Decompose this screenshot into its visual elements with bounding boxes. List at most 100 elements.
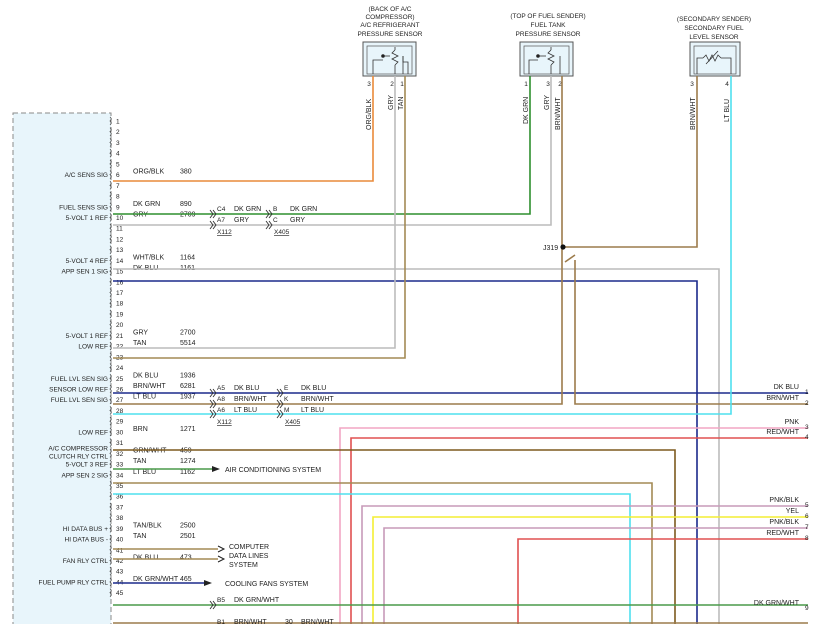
- module-pin-number: 19: [116, 311, 124, 318]
- bracket-arrow-icon: [217, 545, 226, 563]
- pin-terminal-icon: [109, 427, 112, 437]
- module-pin-number: 4: [116, 151, 120, 158]
- pin-terminal-icon: [109, 234, 112, 244]
- conn-c4: C4: [217, 206, 226, 213]
- module-pin-label: 5-VOLT 3 REF: [66, 462, 108, 469]
- pin-terminal-icon: [109, 170, 112, 179]
- arrow-right-icon: [204, 580, 212, 586]
- secondary-fuel-level-sensor: (SECONDARY SENDER) SECONDARY FUEL LEVEL …: [677, 16, 751, 88]
- module-pin-number: 26: [116, 387, 124, 394]
- pin-terminal-icon: [109, 577, 112, 587]
- pin-terminal-icon: [109, 395, 112, 405]
- module-pin-label: A/C COMPRESSOR: [48, 445, 108, 452]
- vlabel-tan-a: TAN: [398, 97, 405, 110]
- module-pin-number: 45: [116, 590, 124, 597]
- mid-gry-2: GRY: [290, 217, 305, 224]
- module-pin-number: 41: [116, 547, 124, 554]
- wire-dk-blu-15: [113, 280, 698, 624]
- module-pin-number: 32: [116, 451, 124, 458]
- pin-terminal-icon: [109, 513, 112, 522]
- mid-dk-grn-wht: DK GRN/WHT: [234, 597, 280, 604]
- module-pin-number: 13: [116, 247, 124, 254]
- pin-terminal-icon: [109, 223, 112, 233]
- vlabel-lt-blu: LT BLU: [724, 99, 731, 122]
- wire-circuit-number: 1937: [180, 394, 196, 401]
- wire-red-wht: [350, 437, 808, 624]
- wire-circuit-number: 2700: [180, 329, 196, 336]
- module-pin-number: 1: [116, 119, 120, 126]
- right-wire-color: RED/WHT: [766, 530, 799, 537]
- mid-gry: GRY: [234, 217, 249, 224]
- secondary-sensor-inner: [693, 45, 737, 75]
- wire-brn-wht-secondary: [563, 76, 698, 248]
- module-pin-number: 40: [116, 537, 124, 544]
- wire-color-label: ORG/BLK: [133, 169, 164, 176]
- module-pin-number: 24: [116, 365, 124, 372]
- wire-gry-21: [113, 76, 396, 349]
- module-pin-number: 3: [116, 140, 120, 147]
- pin-terminal-icon: [109, 373, 112, 383]
- pin-terminal-icon: [109, 502, 112, 512]
- right-wire-color: PNK/BLK: [769, 519, 799, 526]
- conn-c: C: [273, 217, 278, 224]
- resistor-icon: [391, 49, 399, 66]
- module-pin-label: 5-VOLT 1 REF: [66, 333, 108, 340]
- right-wire-color: PNK: [785, 419, 800, 426]
- pin-terminal-icon: [109, 363, 112, 372]
- module-pin-number: 25: [116, 376, 124, 383]
- secondary-sensor-location: (SECONDARY SENDER): [677, 16, 751, 23]
- mid-dk-blu: DK BLU: [234, 385, 259, 392]
- ref-fans: COOLING FANS SYSTEM: [225, 581, 308, 588]
- module-pin-label: 5-VOLT 1 REF: [66, 215, 108, 222]
- right-wire-color: RED/WHT: [766, 429, 799, 436]
- right-wire-color: DK BLU: [774, 384, 799, 391]
- mid-circuit-30: 30: [285, 619, 293, 624]
- module-pin-label: FUEL SENS SIG: [59, 204, 108, 211]
- module-pin-number: 36: [116, 494, 124, 501]
- fuel-sensor-line3: PRESSURE SENSOR: [515, 31, 580, 38]
- wire-lt-blu-34: [113, 493, 631, 624]
- mid-lt-blu: LT BLU: [234, 407, 257, 414]
- wire-color-label: LT BLU: [133, 394, 156, 401]
- mid-dk-blu-2: DK BLU: [301, 385, 326, 392]
- module-pin-number: 2: [116, 129, 120, 136]
- pin-terminal-icon: [109, 138, 112, 147]
- wire-circuit-number: 890: [180, 201, 192, 208]
- pin-terminal-icon: [109, 213, 112, 222]
- inline-connectors: C4 A7 X112 B C X405 DK GRN GRY DK GRN GR…: [209, 206, 334, 624]
- pin-terminal-icon: [109, 416, 112, 426]
- conn-b: B: [273, 206, 277, 213]
- mid-brn-wht-2: BRN/WHT: [301, 396, 334, 403]
- module-pin-number: 14: [116, 258, 124, 265]
- module-pin-number: 6: [116, 172, 120, 179]
- pin-terminal-icon: [109, 331, 112, 340]
- mid-lt-blu-2: LT BLU: [301, 407, 324, 414]
- wire-color-label: GRN/WHT: [133, 447, 167, 454]
- ref-ac-system: AIR CONDITIONING SYSTEM: [225, 467, 321, 474]
- ac-sensor-pin-1: 1: [400, 81, 404, 88]
- pin-terminal-icon: [109, 309, 112, 319]
- ac-sensor-pin-2: 2: [390, 81, 394, 88]
- ac-sensor-line2: COMPRESSOR): [365, 14, 414, 21]
- pin-terminal-icon: [109, 341, 112, 351]
- conn-x112-b: X112: [217, 419, 232, 426]
- wire-red-wht-8: [517, 538, 808, 624]
- right-wire-number: 1: [805, 389, 809, 396]
- module-pin-number: 28: [116, 408, 124, 415]
- module-pin-number: 21: [116, 333, 124, 340]
- right-wire-number: 5: [805, 502, 809, 509]
- wire-lt-blu-27: [113, 76, 732, 415]
- pin-terminal-icon: [109, 191, 112, 201]
- module-pin-label: 5-VOLT 4 REF: [66, 258, 108, 265]
- ac-sensor-line3: A/C REFRIGERANT: [360, 22, 419, 29]
- wire-circuit-number: 6281: [180, 383, 196, 390]
- ref-data-line2: DATA LINES: [229, 553, 269, 560]
- wire-circuit-number: 473: [180, 555, 192, 562]
- module-pin-number: 10: [116, 215, 124, 222]
- right-wire-number: 8: [805, 535, 809, 542]
- control-module: [12, 112, 112, 624]
- resistor-icon: [547, 49, 555, 66]
- wire-color-label: GRY: [133, 211, 148, 218]
- pin-terminal-icon: [109, 352, 112, 362]
- pin-terminal-icon: [109, 534, 112, 544]
